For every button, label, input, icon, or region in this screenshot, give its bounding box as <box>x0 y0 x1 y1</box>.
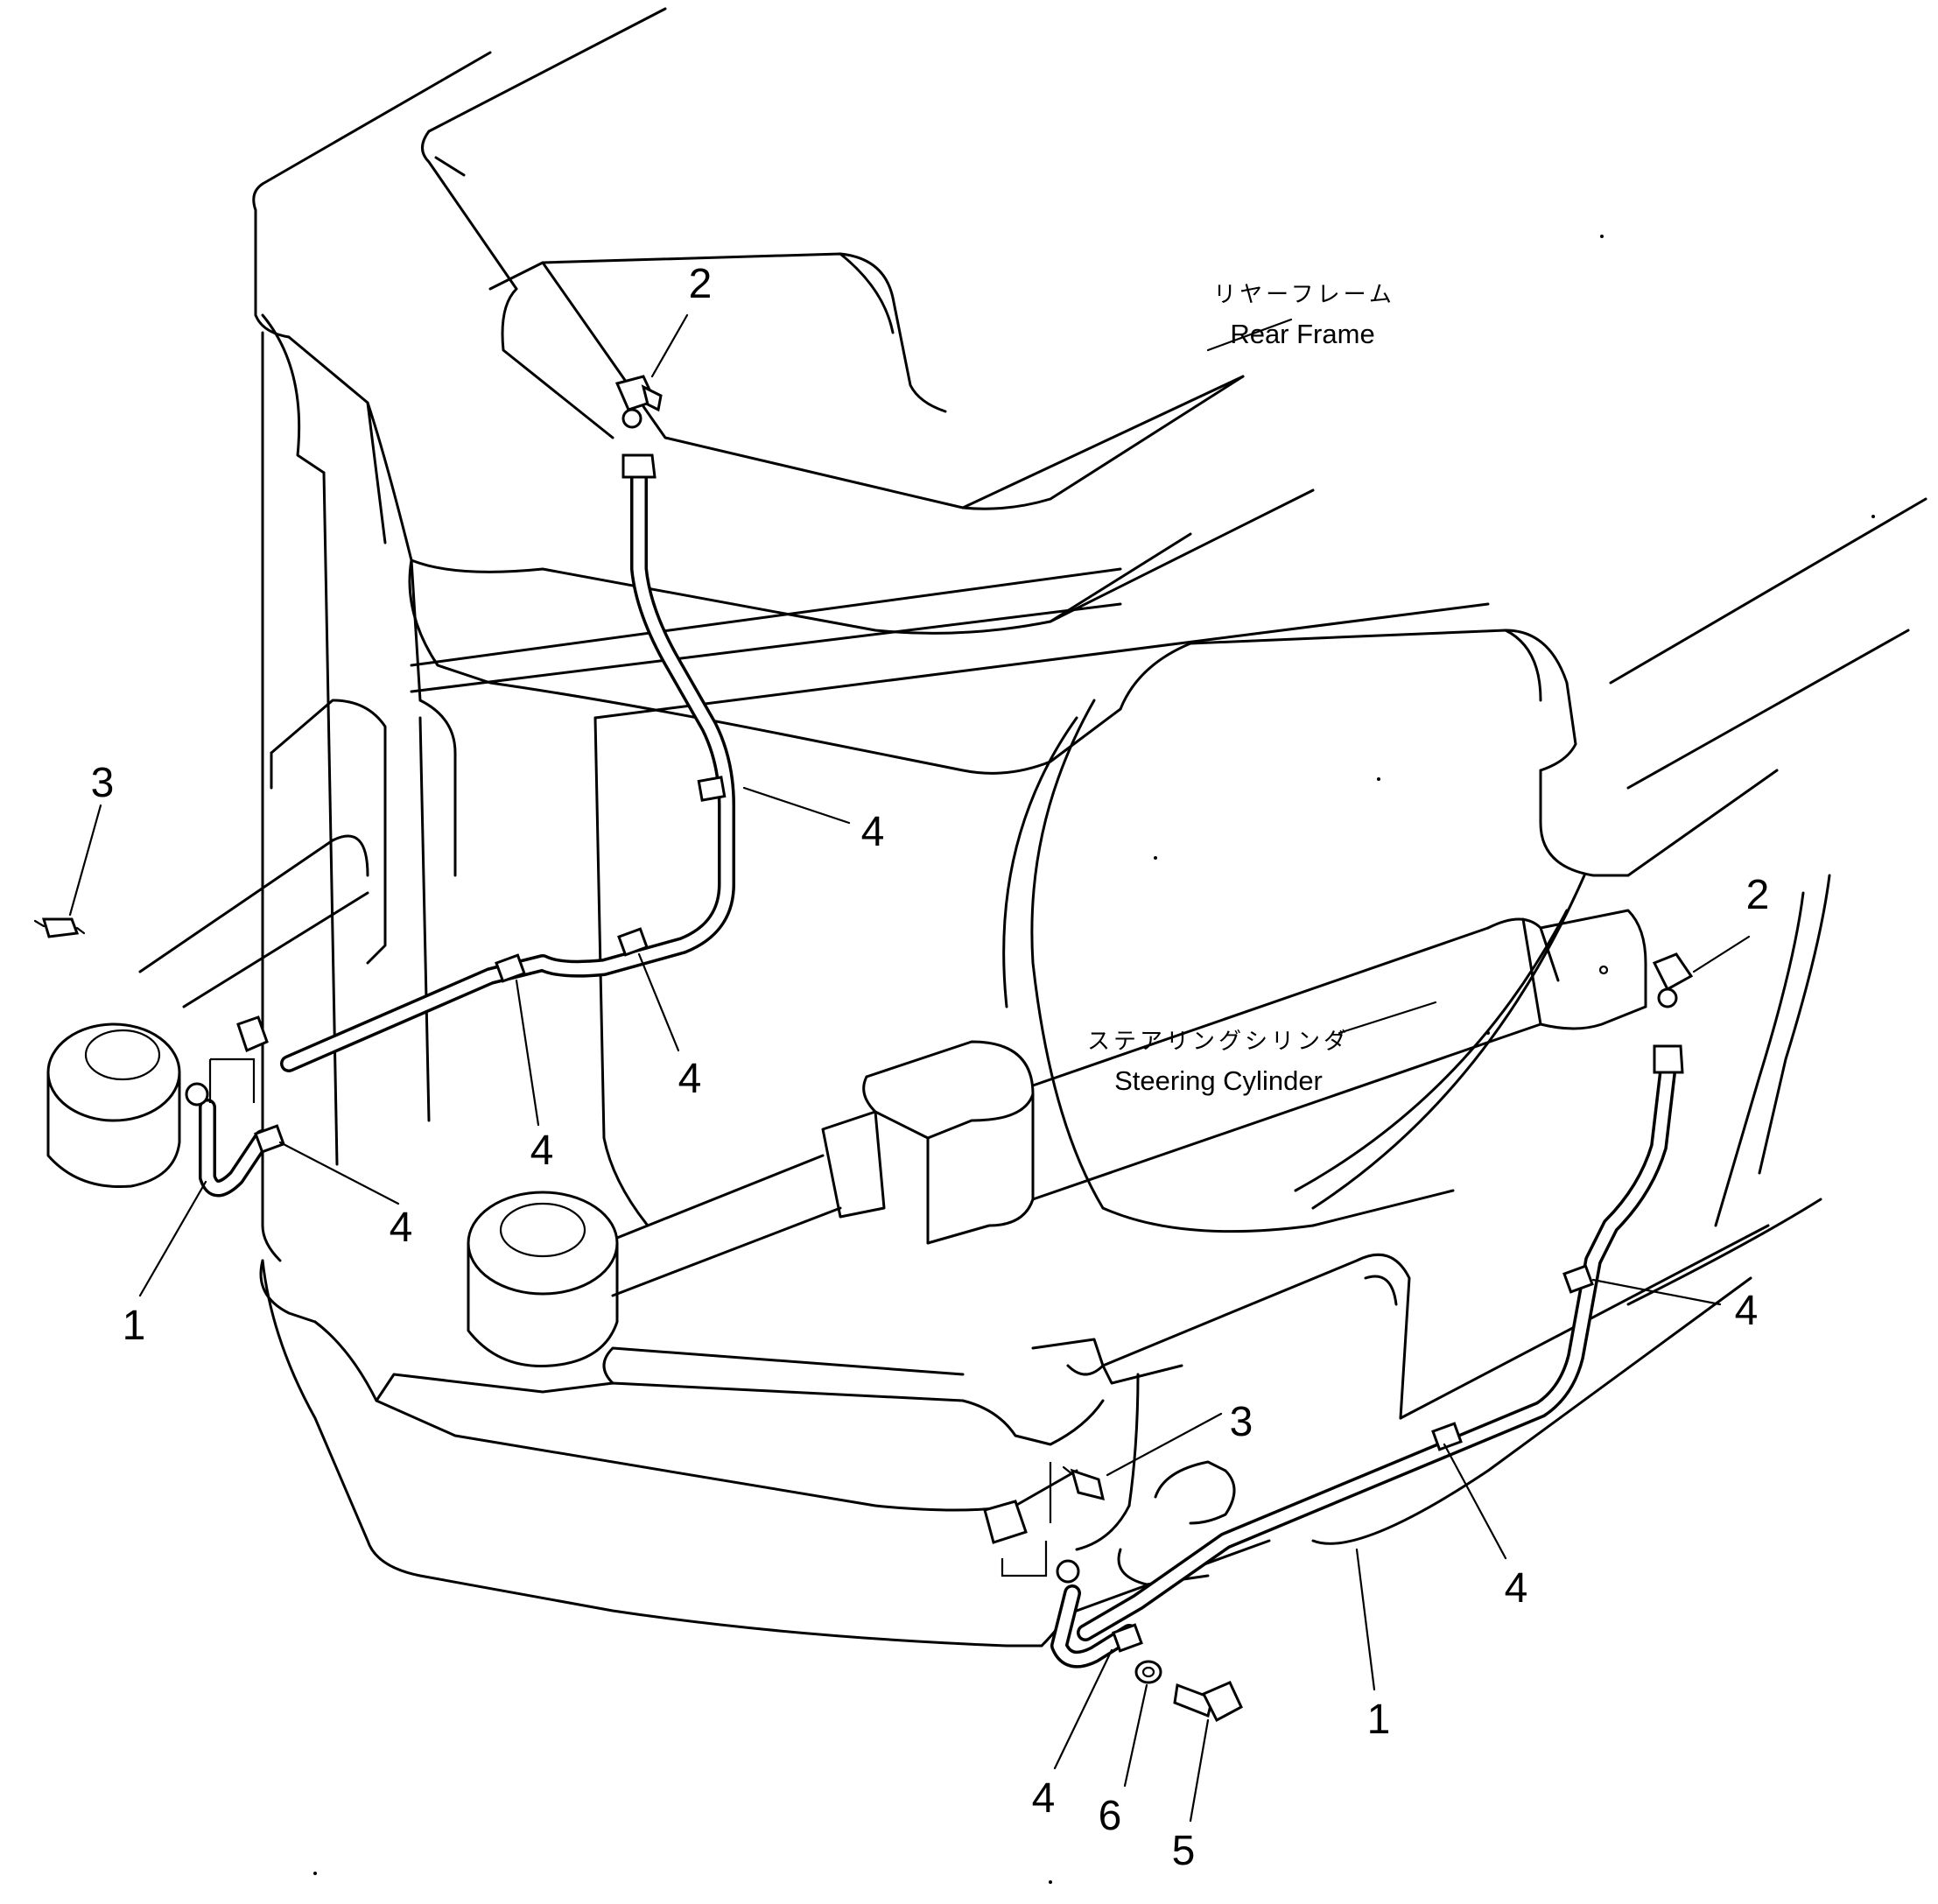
callout-number: 4 <box>390 1205 413 1251</box>
leader-lines <box>68 313 1751 1823</box>
rear-frame-label-en: Rear Frame <box>1230 319 1374 349</box>
bolt-5 <box>1173 1681 1243 1723</box>
rear-frame-outline <box>252 7 1927 1884</box>
fitting-3-right <box>1049 1462 1106 1523</box>
steering-cylinder-label-jp: ステアリングシリンダ <box>1087 1029 1350 1055</box>
callout-number: 3 <box>91 760 115 806</box>
callout-number: 6 <box>1099 1793 1122 1839</box>
callout-number: 1 <box>1367 1697 1391 1743</box>
fitting-2-top <box>614 375 663 479</box>
block-right <box>983 1500 1048 1577</box>
callout-number: 3 <box>1230 1399 1253 1445</box>
grease-hoses <box>199 464 1676 1669</box>
rear-frame-label-jp: リヤーフレーム <box>1213 282 1395 308</box>
callout-number: 4 <box>861 809 885 855</box>
right-steering-cylinder <box>467 909 1647 1367</box>
callout-number: 4 <box>1032 1775 1056 1822</box>
callout-number: 2 <box>689 261 713 307</box>
steering-cylinder-label: ステアリングシリンダ Steering Cylinder <box>1087 1029 1350 1096</box>
callout-numbers: 2 3 4 2 4 4 4 1 4 3 4 1 4 6 5 <box>91 261 1770 1874</box>
callout-number: 5 <box>1172 1828 1196 1874</box>
callout-number: 4 <box>530 1128 554 1174</box>
fitting-2-right <box>1598 952 1694 1074</box>
rear-frame-label: リヤーフレーム Rear Frame <box>1213 282 1395 349</box>
callout-number: 4 <box>1735 1288 1759 1334</box>
washer-6 <box>1134 1660 1162 1684</box>
callout-number: 1 <box>123 1303 146 1349</box>
hose-clamps <box>185 776 1594 1653</box>
callout-number: 4 <box>1505 1565 1528 1612</box>
fitting-3-left <box>33 917 86 938</box>
left-steering-cylinder <box>46 839 369 1189</box>
block-left <box>208 1015 269 1103</box>
steering-cylinder-label-en: Steering Cylinder <box>1114 1065 1323 1096</box>
callout-number: 2 <box>1746 872 1770 918</box>
callout-number: 4 <box>678 1056 702 1102</box>
